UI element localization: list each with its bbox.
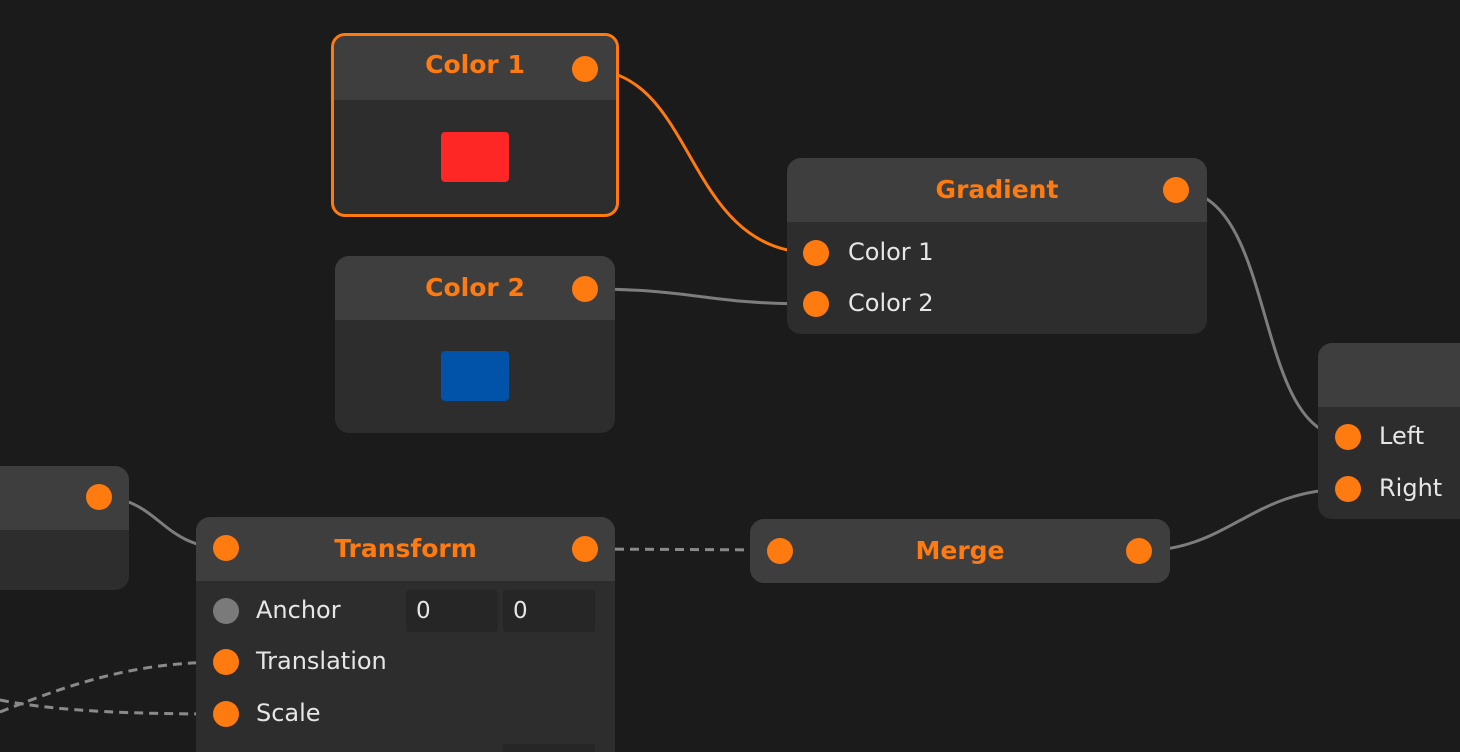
transform-node-title: Transform xyxy=(334,534,477,563)
gradient-node-header[interactable] xyxy=(787,158,1207,222)
transform-output-port[interactable] xyxy=(572,536,598,562)
wire-color2-to-gradient[interactable] xyxy=(584,287,817,306)
combiner-node-header[interactable] xyxy=(1318,343,1460,407)
combiner-node[interactable] xyxy=(1318,343,1460,519)
anchor-x-field[interactable]: 0 xyxy=(406,590,498,632)
transform-translation-port[interactable] xyxy=(213,649,239,675)
offscreen-node[interactable] xyxy=(0,466,129,590)
wire-transform-to-merge[interactable] xyxy=(584,547,781,552)
color1-node-header[interactable] xyxy=(334,36,616,100)
transform-next-field[interactable] xyxy=(503,744,595,752)
transform-anchor-port[interactable] xyxy=(213,598,239,624)
merge-node-title: Merge xyxy=(915,536,1005,565)
transform-translation-label: Translation xyxy=(256,647,387,675)
combiner-input-left-port[interactable] xyxy=(1335,424,1361,450)
anchor-y-field[interactable]: 0 xyxy=(503,590,595,632)
color2-node-header[interactable] xyxy=(335,256,615,320)
gradient-input-color1-label: Color 1 xyxy=(848,238,934,266)
color1-output-port[interactable] xyxy=(572,56,598,82)
color2-swatch[interactable] xyxy=(441,351,509,401)
offscreen-output-port[interactable] xyxy=(86,484,112,510)
wire-color1-to-gradient[interactable] xyxy=(584,67,817,255)
gradient-output-port[interactable] xyxy=(1163,177,1189,203)
merge-node[interactable]: Merge xyxy=(750,519,1170,583)
combiner-input-right-port[interactable] xyxy=(1335,476,1361,502)
wire-merge-to-right[interactable] xyxy=(1138,487,1349,553)
color1-node[interactable]: Color 1 xyxy=(331,33,619,217)
transform-scale-label: Scale xyxy=(256,699,321,727)
color2-output-port[interactable] xyxy=(572,276,598,302)
gradient-input-color2-port[interactable] xyxy=(803,291,829,317)
gradient-node-title: Gradient xyxy=(935,175,1059,204)
gradient-node[interactable]: Gradient xyxy=(787,158,1207,334)
transform-node-header[interactable] xyxy=(196,517,615,581)
merge-output-port[interactable] xyxy=(1126,538,1152,564)
combiner-input-right-label: Right xyxy=(1379,474,1443,502)
transform-scale-port[interactable] xyxy=(213,701,239,727)
transform-input-port[interactable] xyxy=(213,535,239,561)
combiner-input-left-label: Left xyxy=(1379,422,1425,450)
color2-node[interactable]: Color 2 xyxy=(335,256,615,433)
wire-offscreen-to-translation[interactable] xyxy=(0,660,227,714)
wire-gradient-to-left[interactable] xyxy=(1175,188,1349,439)
merge-node-header[interactable] xyxy=(750,519,1170,583)
color1-swatch[interactable] xyxy=(441,132,509,182)
gradient-input-color1-port[interactable] xyxy=(803,240,829,266)
color1-node-title: Color 1 xyxy=(425,50,525,79)
merge-input-port[interactable] xyxy=(767,538,793,564)
transform-anchor-label: Anchor xyxy=(256,596,341,624)
gradient-input-color2-label: Color 2 xyxy=(848,289,934,317)
transform-node[interactable]: Transform xyxy=(196,517,615,752)
color2-node-title: Color 2 xyxy=(425,273,525,302)
wire-offscreen-to-scale[interactable] xyxy=(0,698,227,716)
